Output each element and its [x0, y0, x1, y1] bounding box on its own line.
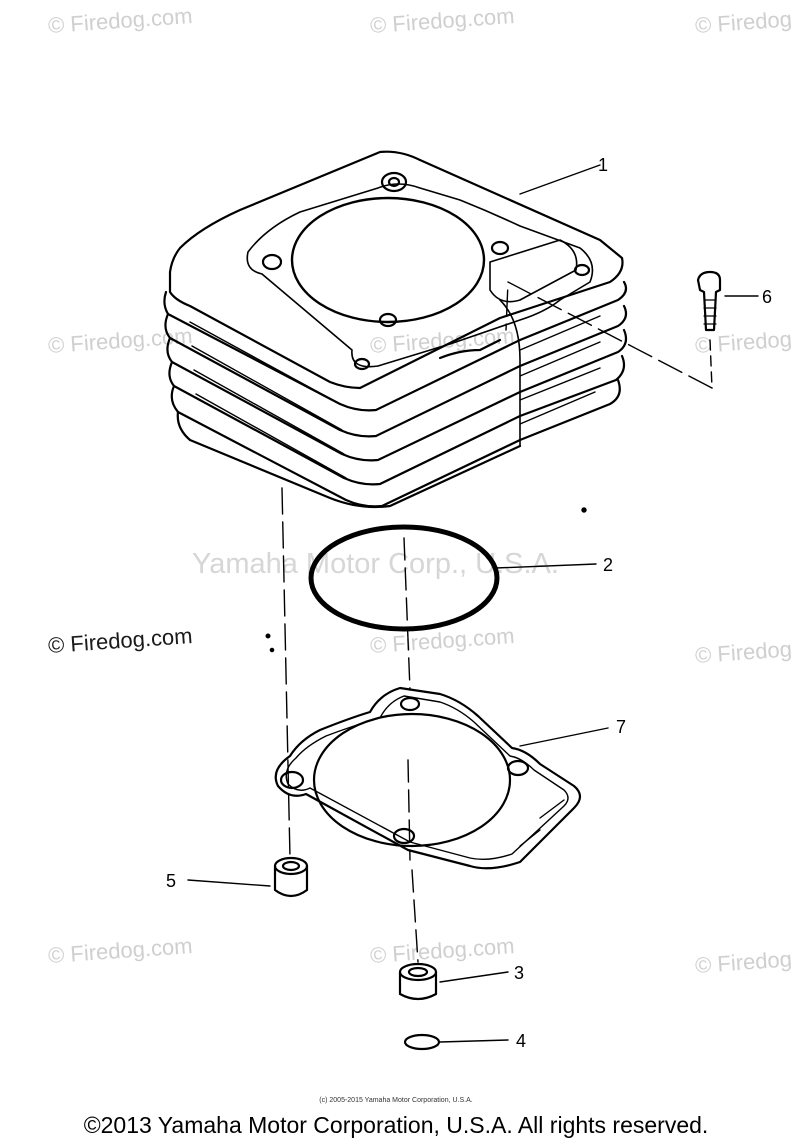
callout-1: 1 [598, 155, 609, 175]
leader-line-1 [519, 164, 601, 195]
callout-5: 5 [166, 871, 177, 891]
leader-line-3 [439, 971, 509, 983]
callout-6: 6 [762, 287, 773, 307]
leader-line-5 [187, 879, 271, 887]
gasket-part [274, 686, 582, 870]
callout-2: 2 [603, 555, 614, 575]
dowel-pin-part [398, 962, 438, 1001]
leader-line-7 [519, 727, 609, 747]
bolt-part [696, 270, 722, 332]
cylinder-part [163, 150, 628, 509]
leader-line-4 [439, 1039, 509, 1043]
callout-7: 7 [616, 717, 627, 737]
leader-line-2 [495, 563, 597, 569]
copyright-text: ©2013 Yamaha Motor Corporation, U.S.A. A… [83, 1112, 709, 1138]
small-copyright-text: (c) 2005-2015 Yamaha Motor Corporation, … [319, 1097, 473, 1104]
small-o-ring-part [403, 1033, 441, 1051]
callout-3: 3 [514, 963, 525, 983]
dowel-pin-part [273, 856, 309, 898]
callout-4: 4 [516, 1031, 527, 1051]
o-ring-part [308, 524, 500, 632]
